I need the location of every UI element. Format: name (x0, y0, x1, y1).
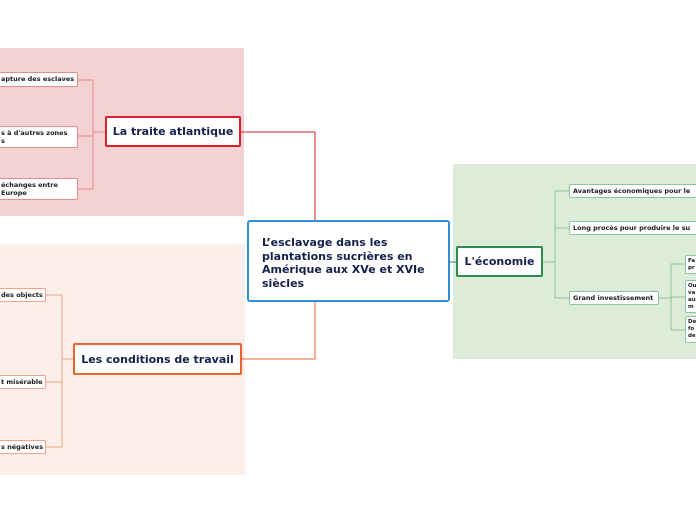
central-to-traite-line (240, 131, 316, 220)
economie-leaf-lines (543, 190, 569, 299)
traite-topic[interactable]: La traite atlantique (105, 116, 241, 147)
conditions-leaf-2[interactable]: t misérable (0, 375, 46, 389)
conditions-leaf-3-label: s négatives (1, 442, 44, 451)
traite-leaf-3-label: échanges entre Europe (1, 180, 58, 198)
conditions-leaf-lines (46, 294, 73, 448)
economie-leaf-3[interactable]: Grand investissement (569, 291, 659, 305)
economie-subleaf-2[interactable]: Ou va au m (685, 280, 696, 313)
traite-leaf-lines (78, 79, 105, 190)
economie-subleaf-2-label: Ou va au m (688, 282, 696, 310)
economie-leaf-3-label: Grand investissement (573, 293, 654, 302)
traite-leaf-2[interactable]: s à d'autres zones s (0, 126, 78, 148)
economie-subleaf-lines (659, 263, 685, 331)
economie-leaf-1-label: Avantages économiques pour le (573, 186, 691, 195)
conditions-topic-label: Les conditions de travail (81, 352, 234, 366)
traite-leaf-1-label: apture des esclaves (1, 75, 75, 84)
economie-leaf-1[interactable]: Avantages économiques pour le (569, 184, 696, 198)
conditions-leaf-1-label: des objects (1, 290, 43, 299)
economie-subleaf-1-label: Fa pr (688, 257, 696, 271)
central-topic[interactable]: L’esclavage dans les plantations sucrièr… (247, 220, 450, 302)
traite-leaf-2-label: s à d'autres zones s (1, 128, 68, 146)
conditions-leaf-3[interactable]: s négatives (0, 440, 46, 454)
economie-subleaf-1[interactable]: Fa pr (685, 255, 696, 274)
economie-subleaf-3[interactable]: Dé fo de (685, 316, 696, 343)
economie-subleaf-3-label: Dé fo de (688, 319, 696, 339)
central-topic-title: L’esclavage dans les plantations sucrièr… (262, 236, 425, 290)
conditions-topic[interactable]: Les conditions de travail (73, 343, 242, 375)
central-to-conditions-line (242, 302, 316, 360)
economie-topic-label: L'économie (464, 255, 535, 268)
conditions-leaf-1[interactable]: des objects (0, 288, 46, 302)
economie-leaf-2-label: Long procès pour produire le su (573, 223, 691, 232)
economie-topic[interactable]: L'économie (456, 246, 543, 277)
economie-leaf-2[interactable]: Long procès pour produire le su (569, 221, 696, 235)
traite-leaf-3[interactable]: échanges entre Europe (0, 178, 78, 200)
traite-topic-label: La traite atlantique (112, 125, 234, 138)
conditions-leaf-2-label: t misérable (1, 377, 43, 386)
traite-leaf-1[interactable]: apture des esclaves (0, 72, 78, 87)
